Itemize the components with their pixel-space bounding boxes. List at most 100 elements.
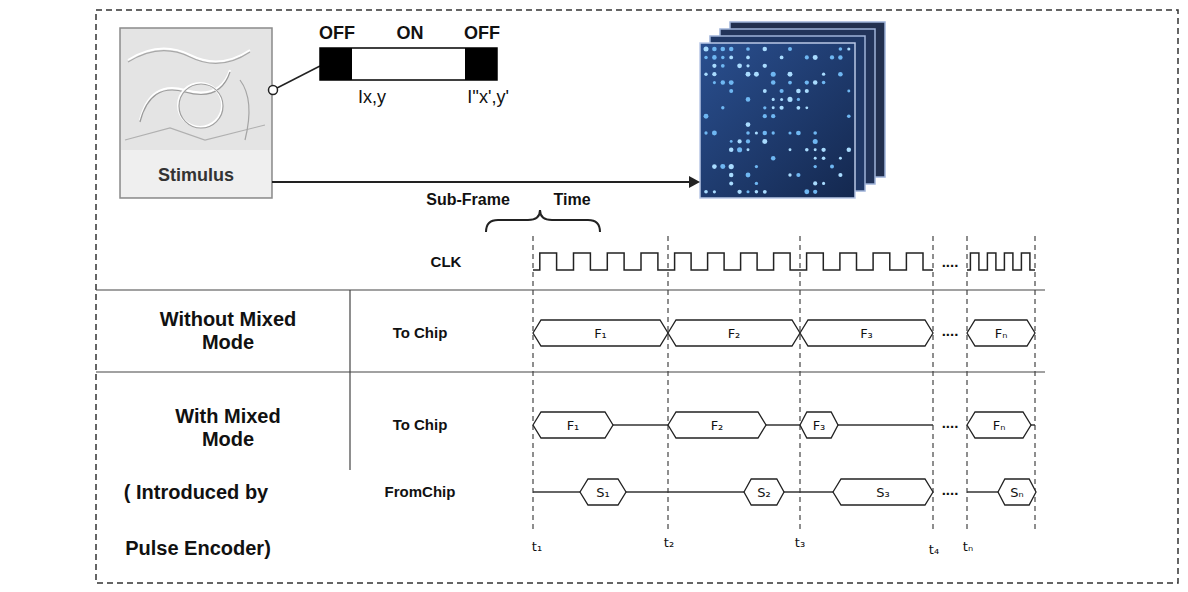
pixel-dot [839,47,843,51]
ellipsis: .... [942,481,959,498]
pixel-dot [813,80,818,85]
intensity-label: I''x',y' [467,87,509,108]
pixel-dot [729,47,733,51]
signal-name: To Chip [393,324,448,341]
signal-name: To Chip [393,416,448,433]
pixel-dot [746,139,750,143]
pixel-dot [822,73,825,76]
pixel-dot [729,181,733,185]
pixel-dot [763,131,767,135]
bus-hexagon: F₂ [668,320,800,346]
pixel-dot [763,114,767,118]
bus-hexagon: S₂ [744,479,784,505]
timing-label: Sub-Frame [426,191,510,209]
time-mark: t₃ [795,536,805,551]
pixel-dot [780,98,783,101]
pixel-dot [755,190,759,194]
clock-waveform [533,253,1035,270]
bus-hexagon: Sₙ [998,479,1036,505]
bus-value: Fₙ [995,326,1008,341]
stimulus-arrow [272,176,700,188]
pixel-dot [746,190,749,193]
stimulus-illustration [120,28,272,198]
pixel-dot [796,173,800,177]
bus-value: S₂ [757,485,770,500]
bus-hexagon: F₂ [668,412,766,438]
bus-hexagon: Fₙ [967,320,1035,346]
pixel-dot [746,97,751,102]
pixel-dot [762,139,767,144]
bus-value: F₂ [728,326,741,341]
pixel-dot [797,106,801,110]
pixel-dot [805,80,809,84]
pixel-dot [737,63,742,68]
pixel-dot [712,72,716,76]
table-lines [96,290,1045,470]
pixel-dot [721,64,725,68]
bus-hexagon: S₁ [580,479,626,505]
time-mark: t₄ [929,543,939,558]
pixel-dot [704,73,707,76]
pixel-dot [746,72,751,77]
pixel-dot [730,140,733,143]
bus-value: S₃ [876,485,889,500]
ellipsis: .... [942,322,959,339]
pixel-dot [813,181,817,185]
pixel-dot [729,55,733,59]
pixel-dot [822,156,826,160]
time-markers [533,236,1035,532]
pixel-dot [721,47,726,52]
bus-value: F₂ [711,418,724,433]
pixel-dot [838,72,843,77]
pixel-dot [814,165,817,168]
pixel-dot [763,89,767,93]
pixel-dot [804,189,809,194]
bus-value: Fₙ [993,418,1006,433]
switch-state: OFF [464,23,500,44]
pixel-dot [704,114,709,119]
pixel-dot [847,47,850,50]
pixel-dot [704,56,708,60]
bus-value: F₁ [594,326,607,341]
pixel-dot [746,56,750,60]
pixel-dot [721,106,724,109]
pixel-dot [729,148,734,153]
pixel-dot [771,72,776,77]
dashed-border [96,10,1178,583]
pixel-dot [763,190,767,194]
pixel-dot [821,148,825,152]
pixel-dot [746,64,749,67]
ellipsis: .... [942,253,959,270]
switch-state: OFF [319,23,355,44]
sub-frame-brace [486,210,600,232]
pixel-dot [788,72,793,77]
pixel-dot [729,89,733,93]
intensity-label: Ix,y [358,87,386,108]
time-mark: t₂ [664,536,674,551]
pixel-dot [755,165,758,168]
pixel-dot [788,81,792,85]
pixel-dot [787,97,792,102]
pixel-dot [797,98,800,101]
pixel-dot [847,114,851,118]
pixel-dot [747,148,750,151]
pixel-dot [746,47,750,51]
pixel-dot [847,148,851,152]
ellipsis: .... [942,414,959,431]
pixel-dot [780,89,784,93]
pixel-dot [721,80,725,84]
pixel-dot [772,98,775,101]
pixel-dot [788,173,791,176]
pixel-dot [763,106,766,109]
row-header: Without Mixed Mode [153,308,303,354]
pixel-dot [712,55,717,60]
pixel-dot [755,182,758,185]
pixel-dot [771,80,776,85]
pixel-dot [721,56,724,59]
pixel-dot [704,190,708,194]
pixel-dot [814,157,817,160]
bus-value: Sₙ [1010,485,1023,500]
pixel-dot [771,156,776,161]
pixel-dot [746,173,751,178]
bus-hexagon: Fₙ [967,412,1031,438]
